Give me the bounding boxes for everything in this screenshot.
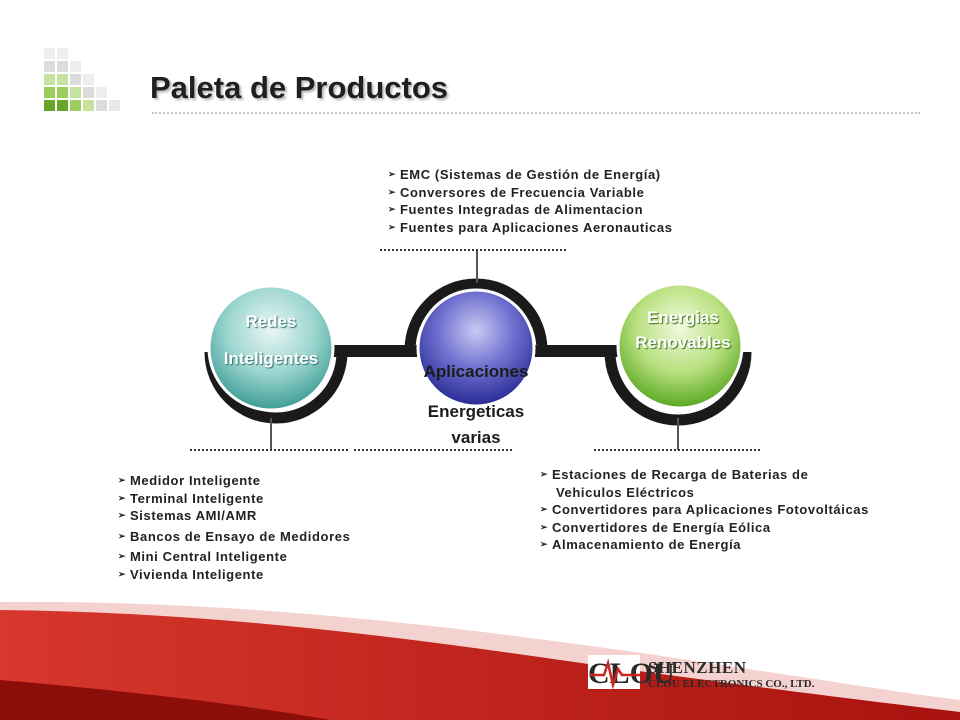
arrow-bullet-icon: ➢ — [388, 186, 397, 197]
arrow-bullet-icon: ➢ — [118, 551, 127, 561]
company-name: SHENZHEN — [648, 658, 747, 677]
svg-text:CLOU: CLOU — [588, 657, 675, 690]
node-redes-inteligentes — [204, 284, 348, 424]
arrow-bullet-icon: ➢ — [540, 504, 549, 514]
list-item: ➢Mini Central Inteligente — [118, 549, 288, 564]
arrow-bullet-icon: ➢ — [540, 521, 549, 532]
list-redes-inteligentes: ➢Medidor Inteligente ➢Terminal Inteligen… — [118, 472, 350, 583]
list-item-continuation: Vehiculos Eléctricos — [556, 484, 695, 500]
list-item: ➢Estaciones de Recarga de Baterias de — [540, 467, 809, 482]
list-item: ➢Terminal Inteligente — [118, 490, 264, 506]
node-aplicaciones — [404, 278, 548, 408]
clou-logo-icon: CLOU — [588, 655, 675, 690]
node-center-label-1: Aplicaciones — [423, 362, 529, 381]
arrow-bullet-icon: ➢ — [118, 568, 127, 579]
footer-swoosh — [0, 601, 960, 720]
list-item: ➢Vivienda Inteligente — [118, 566, 264, 582]
node-left-label-1: Redes — [245, 312, 297, 331]
node-center-label-2: Energeticas — [427, 402, 525, 421]
node-right-label-2: Renovables — [635, 333, 731, 352]
arrow-bullet-icon: ➢ — [388, 169, 397, 179]
decorative-squares-icon — [44, 48, 120, 111]
list-item: ➢Bancos de Ensayo de Medidores — [118, 528, 351, 544]
list-energias-renovables: ➢Estaciones de Recarga de Baterias de Ve… — [540, 466, 869, 554]
list-item: ➢Fuentes Integradas de Alimentacion — [388, 202, 644, 217]
list-item: ➢Sistemas AMI/AMR — [118, 508, 257, 523]
list-item: ➢EMC (Sistemas de Gestión de Energía) — [388, 167, 661, 182]
arrow-bullet-icon: ➢ — [118, 530, 127, 541]
list-item: ➢Almacenamiento de Energía — [540, 537, 742, 552]
node-right-label-1: Energias — [647, 308, 719, 327]
node-left-label-2: Inteligentes — [223, 349, 319, 368]
title-underline — [152, 112, 920, 114]
list-item: ➢Convertidores para Aplicaciones Fotovol… — [540, 502, 869, 517]
list-item: ➢Convertidores de Energía Eólica — [540, 519, 771, 535]
arrow-bullet-icon: ➢ — [118, 475, 127, 485]
arrow-bullet-icon: ➢ — [540, 469, 549, 479]
arrow-bullet-icon: ➢ — [388, 221, 397, 232]
list-item: ➢Conversores de Frecuencia Variable — [388, 184, 645, 200]
arrow-bullet-icon: ➢ — [118, 492, 127, 503]
node-center-label-3: varias — [451, 428, 501, 447]
arrow-bullet-icon: ➢ — [118, 510, 127, 520]
list-item: ➢Fuentes para Aplicaciones Aeronauticas — [388, 219, 673, 235]
page-title: Paleta de Productos — [150, 70, 449, 105]
arrow-bullet-icon: ➢ — [388, 204, 397, 214]
company-subtitle: CLOU ELECTRONICS CO., LTD. — [648, 678, 815, 690]
list-aplicaciones: ➢EMC (Sistemas de Gestión de Energía) ➢C… — [388, 166, 673, 236]
arrow-bullet-icon: ➢ — [540, 539, 549, 549]
list-item: ➢Medidor Inteligente — [118, 473, 261, 488]
